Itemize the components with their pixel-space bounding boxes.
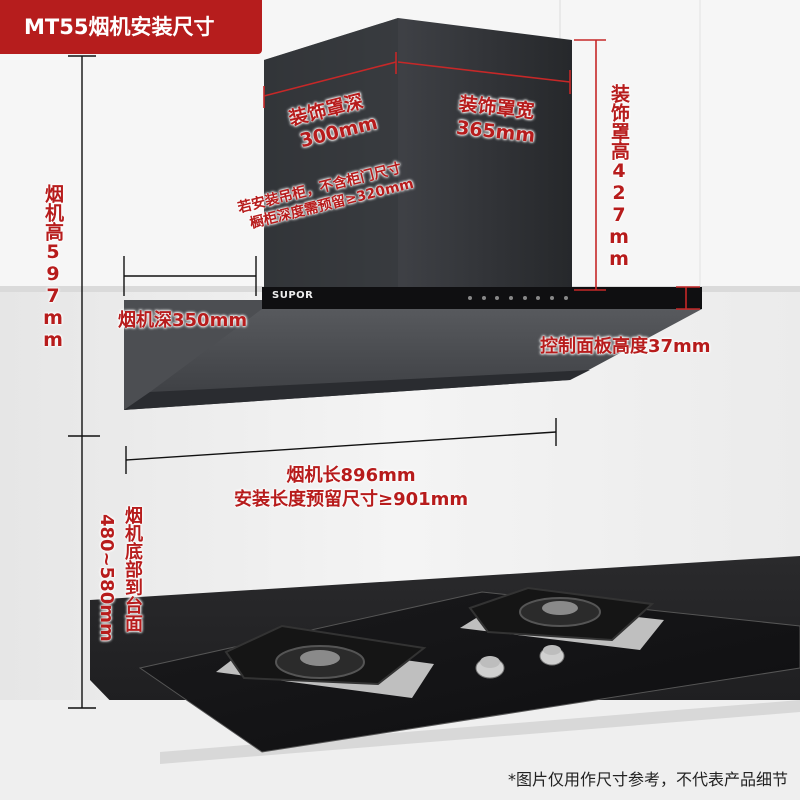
footnote: *图片仅用作尺寸参考，不代表产品细节 [507,770,788,789]
panel-height-label: 控制面板高度37mm [540,336,711,357]
bottom-to-counter-value: 480~580mm [96,514,117,642]
right-burner [460,586,664,650]
install-length-text: 安装长度预留尺寸≥901mm [234,489,469,510]
cover-height-label: 装饰罩高427mm [608,84,630,270]
hood-body [124,300,702,410]
dimension-lines-red [263,39,700,310]
hood-length-text: 烟机长896mm [286,465,416,486]
hood-height-label: 烟机高597mm [42,184,64,351]
brand-logo: SUPOR [272,290,314,301]
dimension-lines [68,55,557,709]
cover-width-label: 装饰罩宽 365mm [455,92,539,148]
bottom-to-counter-label: 烟机底部到台面 480~580mm [96,506,145,642]
left-burner [216,624,434,698]
bottom-to-counter-text: 烟机底部到台面 [122,506,143,632]
control-buttons [468,296,568,300]
hood-length-label: 烟机长896mm 安装长度预留尺寸≥901mm [234,464,468,512]
page-title: MT55烟机安装尺寸 [0,0,262,54]
hood-depth-label: 烟机深350mm [118,310,248,331]
knobs [475,645,565,679]
